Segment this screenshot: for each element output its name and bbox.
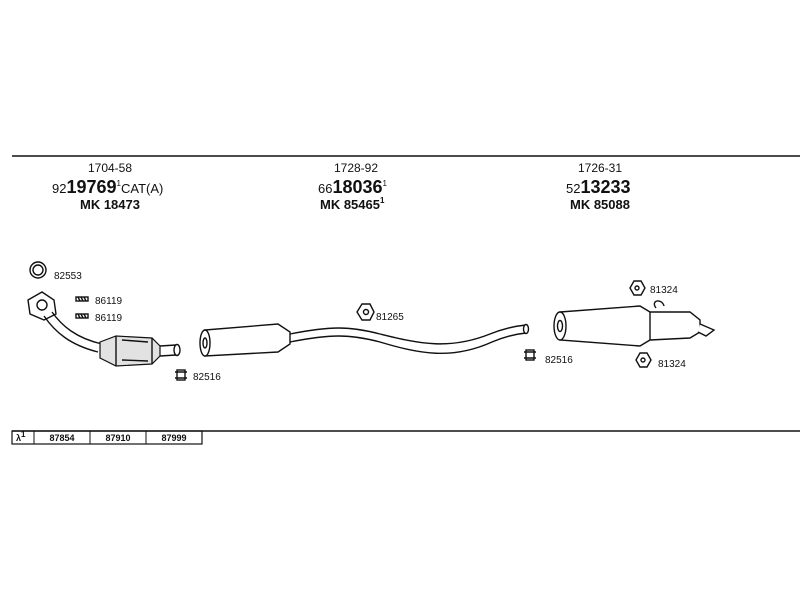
hanger-icon-rear-top <box>629 280 646 296</box>
lambda-symbol: λ1 <box>16 430 26 443</box>
section-1-mk: MK 18473 <box>80 197 140 212</box>
hanger-icon-mid <box>356 303 375 321</box>
section-2-mk-label: MK 85465 <box>320 197 380 212</box>
clamp-label-rear: 82516 <box>545 355 573 366</box>
section-3-part-prefix: 52 <box>566 181 580 196</box>
middle-silencer-pipe <box>199 323 530 357</box>
section-1-part-number: 92197691CAT(A) <box>52 177 163 197</box>
lambda-symbol-sup: 1 <box>21 430 26 439</box>
section-1-ref: 1704-58 <box>88 161 132 175</box>
bolt-icon-2 <box>75 313 89 319</box>
clamp-icon-rear <box>524 349 536 361</box>
hanger-label-rear-top: 81324 <box>650 285 678 296</box>
front-pipe-catalytic-converter <box>27 291 181 367</box>
ring-gasket-label: 82553 <box>54 271 82 282</box>
bolt-label-1: 86119 <box>95 296 123 307</box>
bolt-icon-1 <box>75 296 89 302</box>
clamp-label-front: 82516 <box>193 372 221 383</box>
section-1-part-sup: 1 <box>117 179 122 188</box>
section-3-part-main: 13233 <box>580 177 630 197</box>
section-2-part-main: 18036 <box>332 177 382 197</box>
section-3-part-number: 5213233 <box>566 177 631 197</box>
rear-silencer <box>553 300 716 347</box>
section-3-ref: 1726-31 <box>578 161 622 175</box>
section-1-part-suffix: CAT(A) <box>121 181 163 196</box>
section-1-part-main: 19769 <box>66 177 116 197</box>
section-2-mk-sup: 1 <box>380 196 385 205</box>
section-3-mk: MK 85088 <box>570 197 630 212</box>
hanger-label-mid: 81265 <box>376 312 404 323</box>
ring-gasket-icon <box>29 261 47 279</box>
bolt-label-2: 86119 <box>95 313 123 324</box>
section-2-ref: 1728-92 <box>334 161 378 175</box>
clamp-icon-front <box>175 369 187 381</box>
hanger-label-rear-bottom: 81324 <box>658 359 686 370</box>
section-2-part-prefix: 66 <box>318 181 332 196</box>
hanger-icon-rear-bottom <box>635 352 652 368</box>
lambda-value-2: 87910 <box>105 433 130 443</box>
lambda-value-1: 87854 <box>49 433 74 443</box>
lambda-value-3: 87999 <box>161 433 186 443</box>
section-2-mk: MK 854651 <box>320 196 385 212</box>
section-2-part-sup: 1 <box>383 179 388 188</box>
section-2-part-number: 66180361 <box>318 177 388 197</box>
lambda-symbol-char: λ <box>16 433 21 443</box>
lambda-table: λ1 87854 87910 87999 <box>11 430 800 445</box>
section-1-part-prefix: 92 <box>52 181 66 196</box>
